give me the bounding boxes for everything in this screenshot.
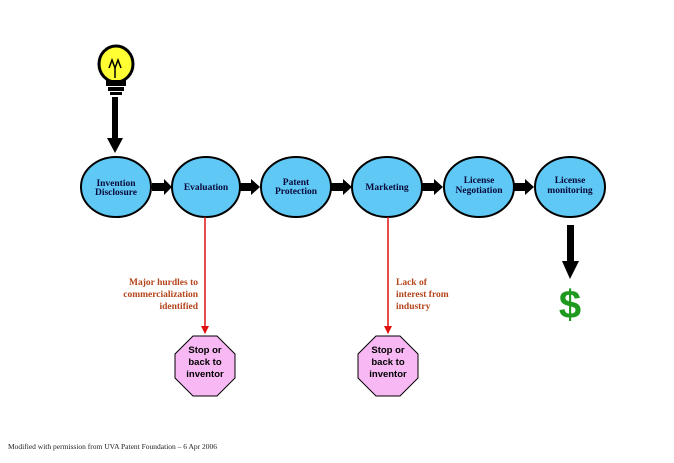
note-line: identified xyxy=(159,302,198,312)
node-label-line-1: Invention xyxy=(96,179,136,189)
evaluation-hurdle-note: Major hurdles to commercialization ident… xyxy=(112,277,198,313)
note-line: commercialization xyxy=(123,290,198,300)
stop-octagon-marketing: Stop or back to inventor xyxy=(357,335,419,397)
stop-label-line-3: inventor xyxy=(369,369,407,380)
stop-label-line-2: back to xyxy=(188,357,221,368)
node-label-line-1: Evaluation xyxy=(184,183,229,193)
bulb-to-disclosure-arrow xyxy=(107,97,123,153)
node-label-line-2: Disclosure xyxy=(95,188,137,198)
monitoring-to-revenue-arrow xyxy=(562,225,579,279)
flow-arrow-3 xyxy=(331,179,352,195)
note-line: Major hurdles to xyxy=(129,278,198,288)
lightbulb-icon xyxy=(97,44,135,95)
stop-octagon-evaluation: Stop or back to inventor xyxy=(174,335,236,397)
node-invention-disclosure: Invention Disclosure xyxy=(80,156,152,218)
marketing-hurdle-note: Lack of interest from industry xyxy=(396,277,476,313)
flow-arrow-4 xyxy=(422,179,443,195)
node-label-line-1: Patent xyxy=(283,178,310,188)
note-line: interest from xyxy=(396,290,449,300)
node-label-line-1: License xyxy=(464,176,495,186)
node-label-line-2: Protection xyxy=(275,187,318,197)
flow-arrow-5 xyxy=(513,179,534,195)
note-line: Lack of xyxy=(396,278,427,288)
note-line: industry xyxy=(396,302,431,312)
node-evaluation: Evaluation xyxy=(171,156,241,218)
dollar-sign-icon: $ xyxy=(559,283,581,327)
flow-arrow-2 xyxy=(240,179,260,195)
node-patent-protection: Patent Protection xyxy=(260,156,332,218)
stop-label-line-3: inventor xyxy=(186,369,224,380)
node-label-line-2: Negotiation xyxy=(456,186,504,196)
node-label-line-2: monitoring xyxy=(547,186,593,196)
stop-label-line-1: Stop or xyxy=(188,345,222,356)
stop-label-line-1: Stop or xyxy=(371,345,405,356)
node-label-line-1: Marketing xyxy=(365,183,409,193)
node-label-line-1: License xyxy=(555,176,586,186)
attribution-footer: Modified with permission from UVA Patent… xyxy=(8,442,218,451)
node-license-monitoring: License monitoring xyxy=(534,156,606,218)
stop-label-line-2: back to xyxy=(371,357,404,368)
node-license-negotiation: License Negotiation xyxy=(443,156,515,218)
node-marketing: Marketing xyxy=(351,156,423,218)
flow-arrow-1 xyxy=(152,179,172,195)
